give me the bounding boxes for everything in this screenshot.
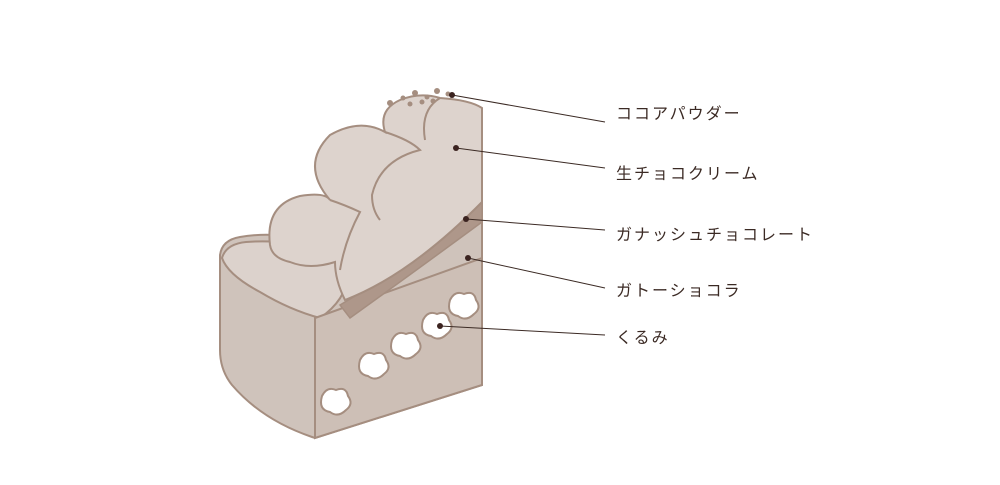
cake-illustration bbox=[220, 88, 482, 438]
leader-dot-cream bbox=[453, 145, 459, 151]
leader-gateau bbox=[468, 258, 605, 288]
label-gateau-chocolat: ガトーショコラ bbox=[616, 281, 742, 300]
label-ganache: ガナッシュチョコレート bbox=[616, 225, 814, 244]
leader-dot-cocoa bbox=[449, 92, 455, 98]
label-walnut: くるみ bbox=[616, 328, 670, 347]
label-cocoa-powder: ココアパウダー bbox=[616, 104, 742, 123]
leader-dot-ganache bbox=[463, 216, 469, 222]
leader-dot-walnut bbox=[437, 323, 443, 329]
label-nama-choco-cream: 生チョコクリーム bbox=[616, 164, 760, 183]
leader-ganache bbox=[466, 219, 605, 230]
leader-dot-gateau bbox=[465, 255, 471, 261]
